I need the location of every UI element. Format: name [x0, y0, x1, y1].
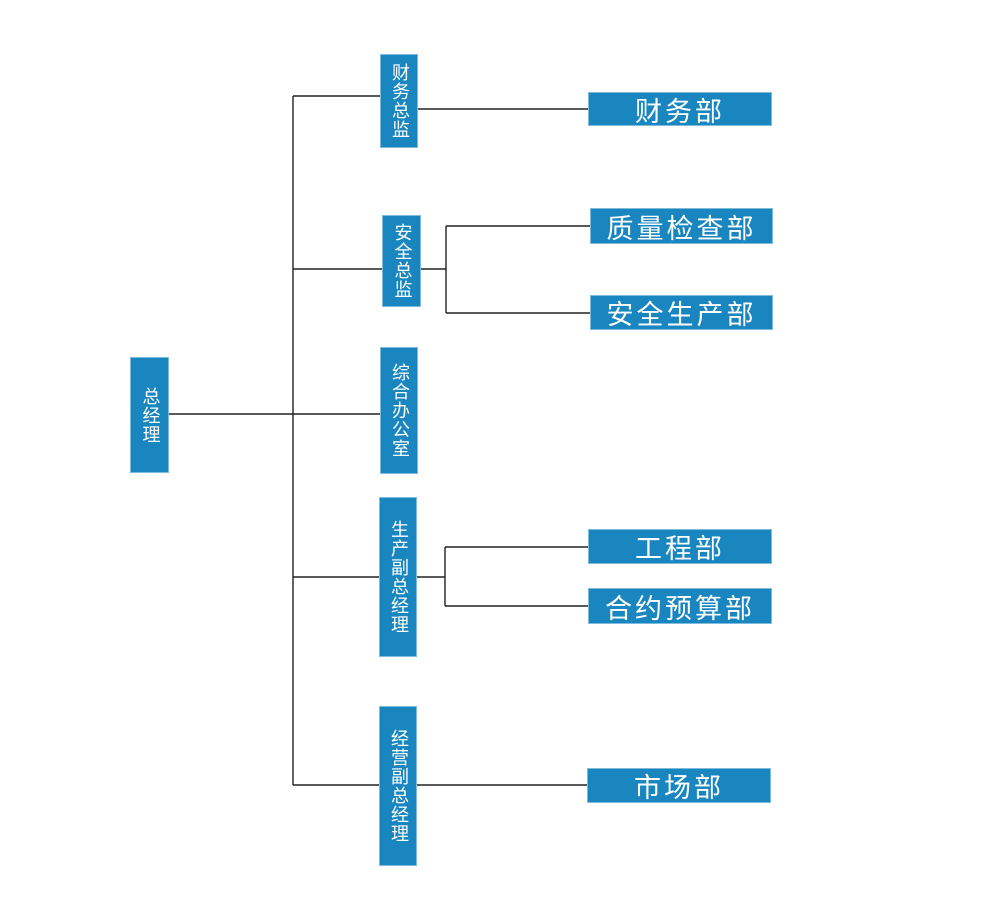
root-label: 总经理: [139, 386, 161, 444]
director-safety: 安全总监: [382, 215, 421, 307]
dept-market-label: 市场部: [634, 773, 724, 804]
dept-engineering: 工程部: [588, 529, 772, 565]
dept-safety-production: 安全生产部: [590, 295, 773, 331]
dept-contract-budget-label: 合约预算部: [605, 593, 755, 625]
general-office: 综合办公室: [380, 347, 418, 474]
production-vp-label: 生产副总经理: [388, 520, 409, 634]
general-office-label: 综合办公室: [389, 363, 410, 458]
dept-quality-inspection-label: 质量检查部: [606, 213, 757, 245]
director-safety-label: 安全总监: [391, 223, 413, 299]
business-vp-label: 经营副总经理: [388, 729, 409, 843]
director-finance-label: 财务总监: [389, 63, 410, 139]
dept-finance-label: 财务部: [635, 96, 725, 128]
root-general-manager: 总经理: [130, 357, 169, 473]
dept-engineering-label: 工程部: [635, 534, 725, 565]
dept-safety-production-label: 安全生产部: [606, 300, 757, 331]
director-finance: 财务总监: [380, 54, 418, 148]
dept-market: 市场部: [587, 768, 771, 804]
production-vp: 生产副总经理: [379, 497, 417, 657]
dept-finance: 财务部: [588, 92, 772, 128]
business-vp: 经营副总经理: [379, 706, 417, 866]
dept-contract-budget: 合约预算部: [588, 588, 772, 625]
dept-quality-inspection: 质量检查部: [590, 208, 773, 245]
